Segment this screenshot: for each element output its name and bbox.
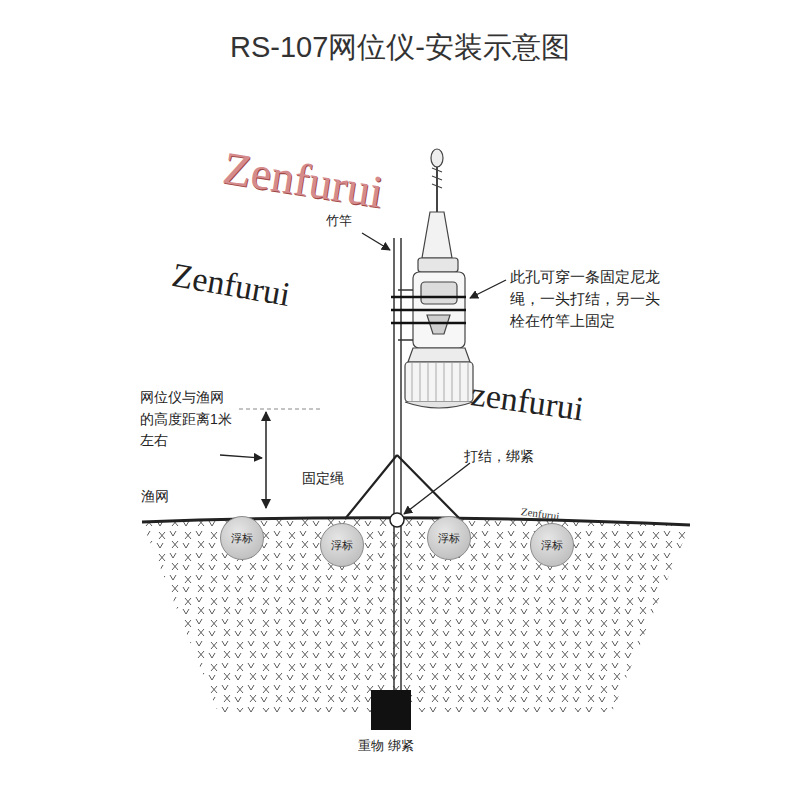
buoy-label: 浮标 xyxy=(438,531,460,546)
knot xyxy=(390,513,404,527)
leader-line xyxy=(470,280,506,298)
callout-note: 打结，绑紧 xyxy=(464,448,534,465)
buoy-label: 浮标 xyxy=(331,538,353,553)
part-label: 竹竿 xyxy=(326,213,352,229)
watermark: zenfurui xyxy=(468,374,586,430)
callout-note: 此孔可穿一条固定尼龙绳，一头打结，另一头栓在竹竿上固定 xyxy=(510,266,664,331)
tie-rope xyxy=(391,297,466,323)
float-buoy: 浮标 xyxy=(530,523,574,567)
buoy-label: 浮标 xyxy=(541,538,563,553)
part-label: 重物 绑紧 xyxy=(358,738,414,754)
part-label: 渔网 xyxy=(141,488,169,505)
dimension-note: 网位仪与渔网的高度距离1米左右 xyxy=(140,387,237,452)
float-buoy: 浮标 xyxy=(220,516,264,560)
buoy-label: 浮标 xyxy=(231,531,253,546)
net-mesh xyxy=(130,505,700,720)
leader-line xyxy=(220,455,262,458)
float-buoy: 浮标 xyxy=(427,516,471,560)
net-sonde xyxy=(405,149,473,408)
leader-line xyxy=(404,463,470,514)
fixing-rope xyxy=(345,455,460,519)
title: RS-107网位仪-安装示意图 xyxy=(0,28,800,68)
mount-bracket xyxy=(398,290,413,340)
dimension-arrow xyxy=(265,412,267,508)
weight xyxy=(371,690,411,730)
leader-line xyxy=(362,233,390,250)
part-label: 固定绳 xyxy=(302,470,344,487)
watermark: Zenfurui xyxy=(219,140,387,220)
watermark: Zenfurui xyxy=(169,255,293,316)
bamboo-pole xyxy=(400,238,402,692)
dimension-guide xyxy=(232,409,322,410)
float-buoy: 浮标 xyxy=(320,523,364,567)
bamboo-pole xyxy=(393,238,395,692)
